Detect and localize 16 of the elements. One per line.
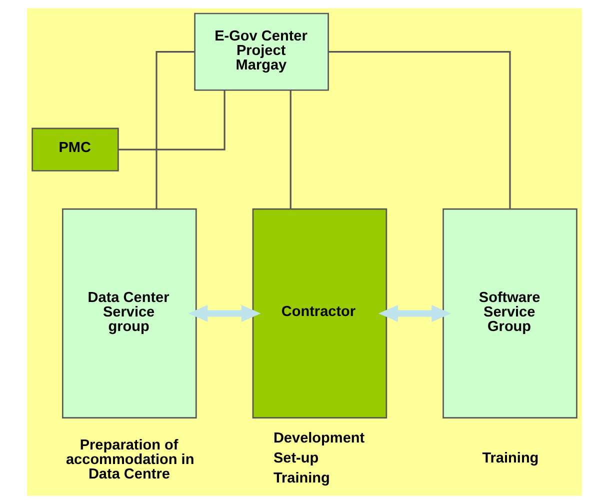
node-label: Preparation of accommodation in Data Centre (65, 437, 194, 482)
node-label: Training (482, 450, 538, 467)
node-box: Contractor (252, 208, 387, 418)
node-box: E-Gov Center Project Margay (194, 12, 328, 91)
node-label: Set-up (272, 450, 318, 467)
arrow (378, 304, 451, 322)
connector (118, 90, 225, 150)
node-box: PMC (31, 128, 118, 172)
node-box: Software Service Group (442, 208, 577, 418)
connector (155, 51, 194, 209)
arrow (188, 304, 260, 322)
node-label: Development (272, 430, 364, 447)
connector (289, 90, 291, 208)
node-box: Data Center Service group (62, 208, 196, 418)
connector (328, 51, 510, 209)
node-label: Training (272, 470, 330, 486)
